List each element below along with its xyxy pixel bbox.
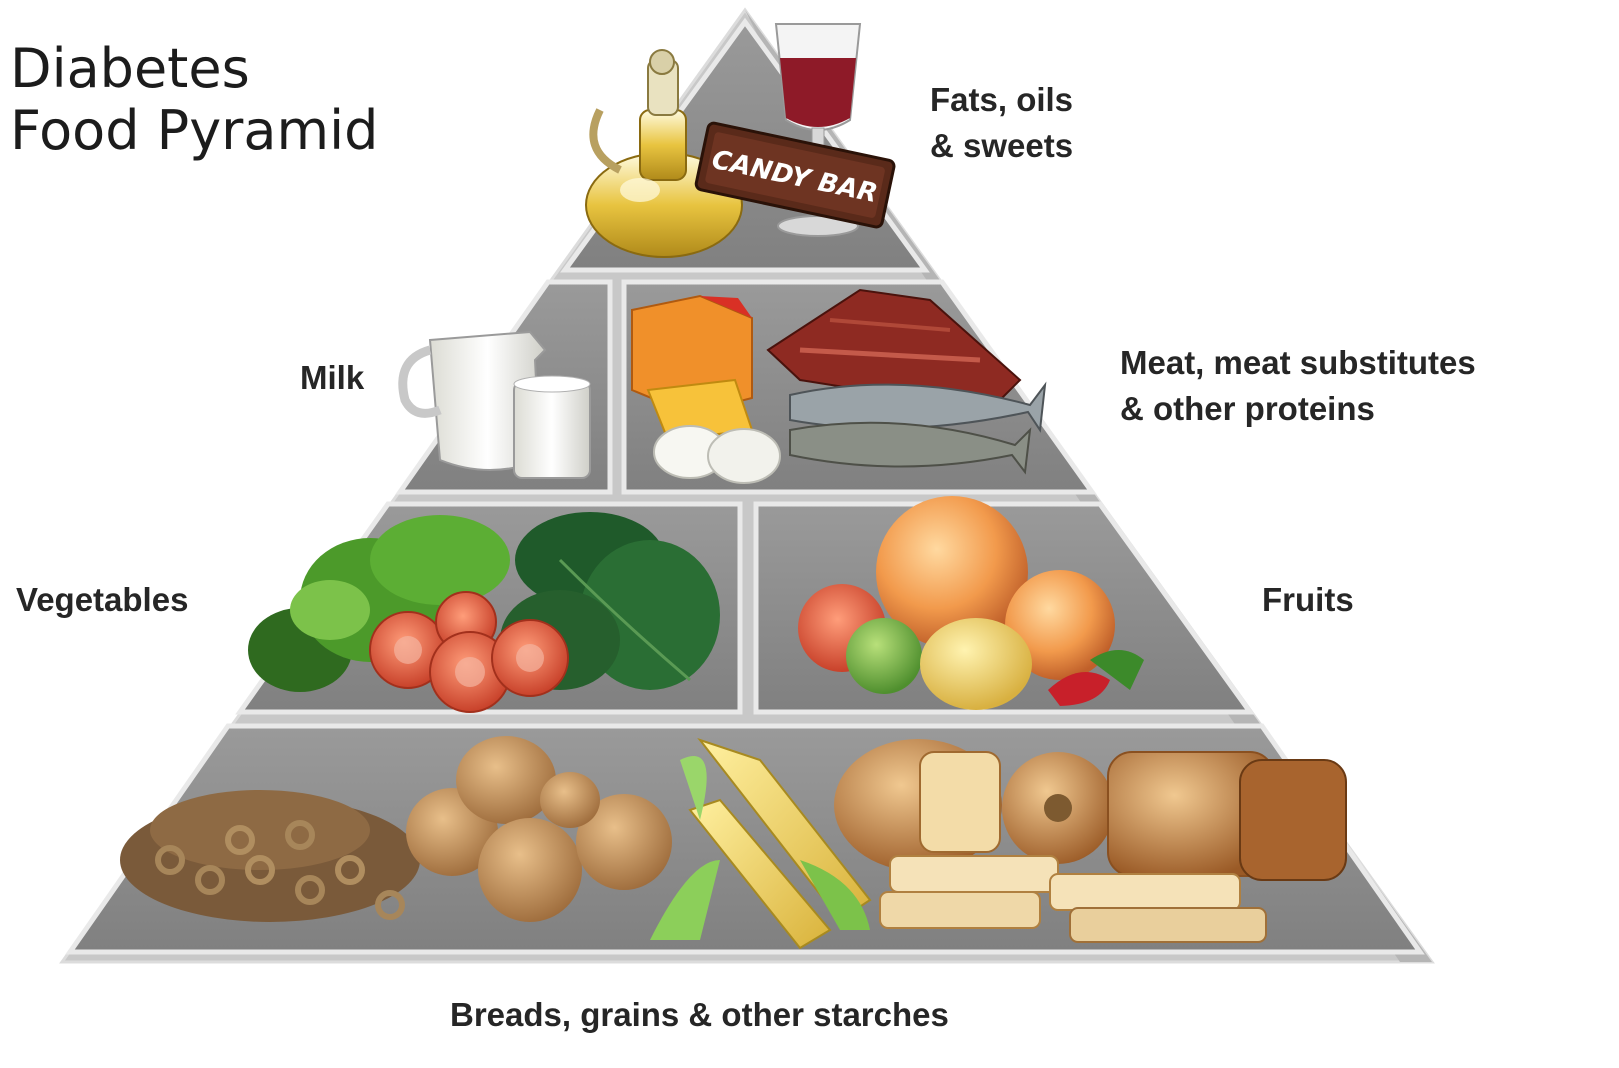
green-apple-icon <box>846 618 922 694</box>
label-fats-line-2: & sweets <box>930 123 1073 169</box>
bread-loaf-icon <box>834 739 1002 871</box>
label-milk-text: Milk <box>300 355 364 401</box>
label-fats-line-1: Fats, oils <box>930 77 1073 123</box>
label-vegetables: Vegetables <box>16 577 188 623</box>
bagel-icon <box>1002 752 1114 864</box>
yellow-apple-icon <box>920 618 1032 710</box>
eggs-icon <box>654 426 780 483</box>
label-vegetables-text: Vegetables <box>16 577 188 623</box>
label-meat-line-2: & other proteins <box>1120 386 1476 432</box>
label-fats-oils-sweets: Fats, oils & sweets <box>930 77 1073 169</box>
label-milk: Milk <box>300 355 364 401</box>
label-meat-line-1: Meat, meat substitutes <box>1120 340 1476 386</box>
milk-glass-icon <box>514 376 590 478</box>
label-breads-grains-starches: Breads, grains & other starches <box>450 992 949 1038</box>
label-meat-proteins: Meat, meat substitutes & other proteins <box>1120 340 1476 432</box>
label-fruits-text: Fruits <box>1262 577 1354 623</box>
label-starches-text: Breads, grains & other starches <box>450 992 949 1038</box>
label-fruits: Fruits <box>1262 577 1354 623</box>
